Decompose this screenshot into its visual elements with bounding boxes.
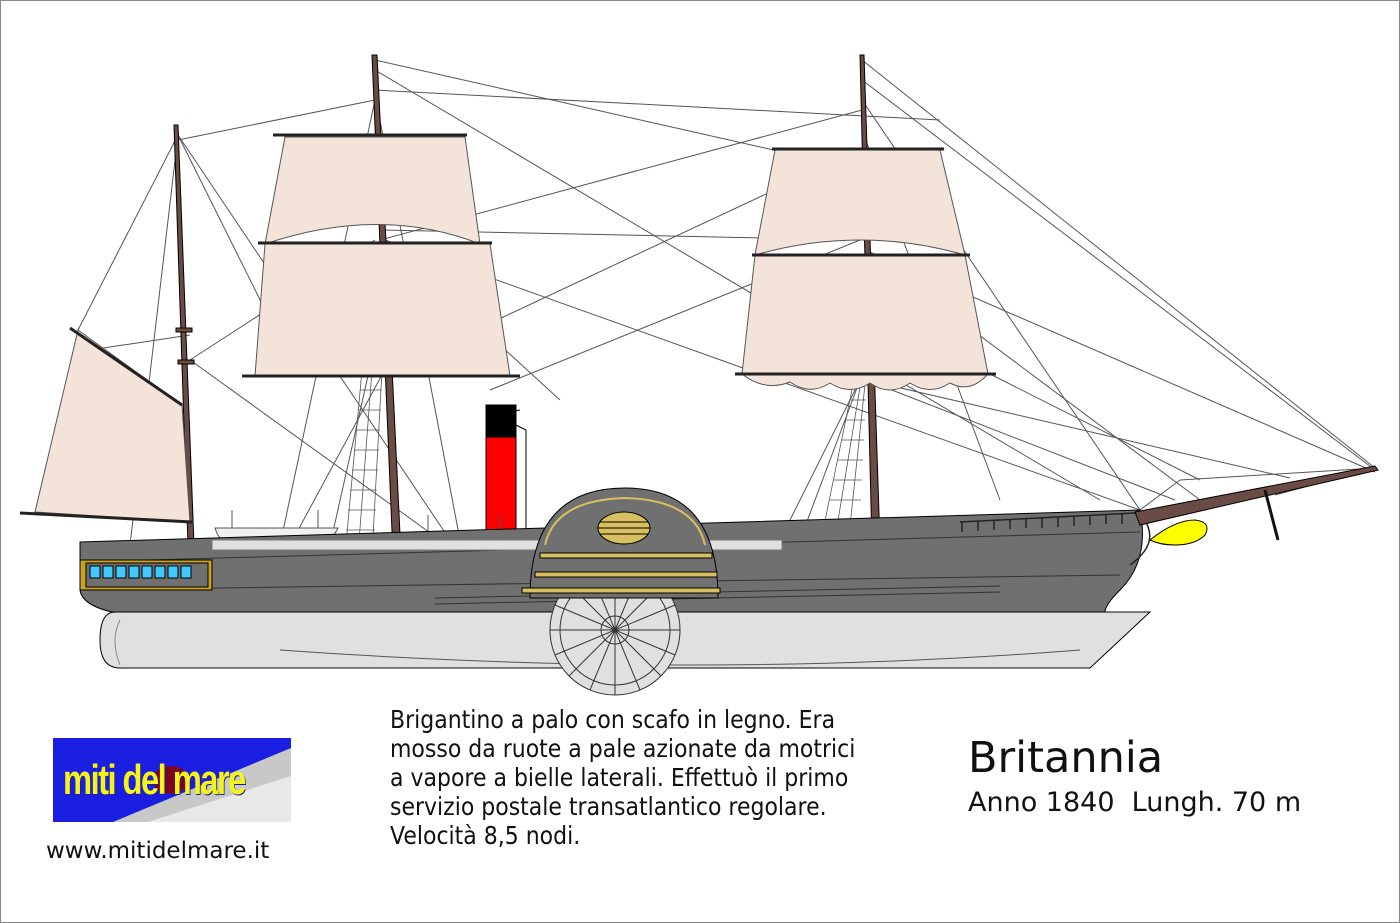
fore-topsail — [754, 149, 966, 256]
description-line: servizio postale transatlantico regolare… — [390, 792, 827, 821]
paddle-box — [521, 487, 721, 599]
ratlines — [344, 369, 867, 556]
sails — [34, 136, 989, 523]
description-line: mosso da ruote a pale azionate da motric… — [390, 734, 856, 763]
figurehead — [1149, 519, 1208, 546]
logo-text: miti del mare — [63, 756, 246, 803]
ship-name: Britannia — [968, 733, 1164, 783]
website-link[interactable]: www.mitidelmare.it — [46, 838, 270, 864]
description-line: a vapore a bielle laterali. Effettuò il … — [390, 763, 849, 792]
ship-description: Brigantino a palo con scafo in legno. Er… — [390, 705, 855, 850]
description-line: Velocità 8,5 nodi. — [390, 821, 581, 850]
stern-gallery — [79, 559, 213, 591]
logo: miti del mare — [53, 738, 291, 822]
fore-course-bunt — [741, 373, 989, 391]
ship-details: Anno 1840 Lungh. 70 m — [968, 787, 1302, 818]
description-line: Brigantino a palo con scafo in legno. Er… — [390, 705, 836, 734]
fore-course-sail — [741, 254, 989, 375]
logo-sail-graphic — [113, 748, 291, 822]
main-course-sail — [254, 243, 511, 377]
bow-railing — [959, 512, 1136, 532]
bowsprit — [1134, 465, 1379, 541]
yards — [19, 133, 996, 524]
ship-illustration — [19, 54, 1379, 696]
funnel — [485, 404, 527, 538]
main-topsail — [264, 136, 481, 245]
